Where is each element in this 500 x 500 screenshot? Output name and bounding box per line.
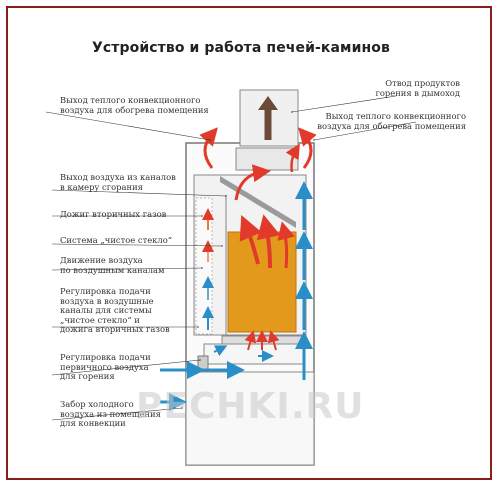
label-cold-air: Забор холодного воздуха из помещения для… [60,399,161,428]
cold-air-arrows [160,181,313,411]
label-regulation-secondary: Регулировка подачи воздуха в воздушные к… [60,286,170,334]
hot-air-arrows [199,127,317,351]
flue-gas-arrow [258,96,278,140]
label-flue-gas: Отвод продуктов горения в дымоход [375,78,460,98]
leader-lines [45,95,417,421]
label-air-movement: Движение воздуха по воздушным каналам [60,255,165,275]
watermark: PECHKI.RU [136,386,365,427]
label-regulation-primary: Регулировка подачи первичного воздуха дл… [60,352,151,381]
label-clean-glass: Система „чистое стекло“ [60,235,173,245]
label-warm-air-left: Выход теплого конвекционного воздуха для… [60,95,209,115]
diagram-title: Устройство и работа печей-каминов [92,40,390,56]
label-warm-air-right: Выход теплого конвекционного воздуха для… [317,111,466,131]
label-air-channels-exit: Выход воздуха из каналов в камеру сгоран… [60,172,176,192]
label-secondary-gas: Дожиг вторичных газов [60,209,167,219]
